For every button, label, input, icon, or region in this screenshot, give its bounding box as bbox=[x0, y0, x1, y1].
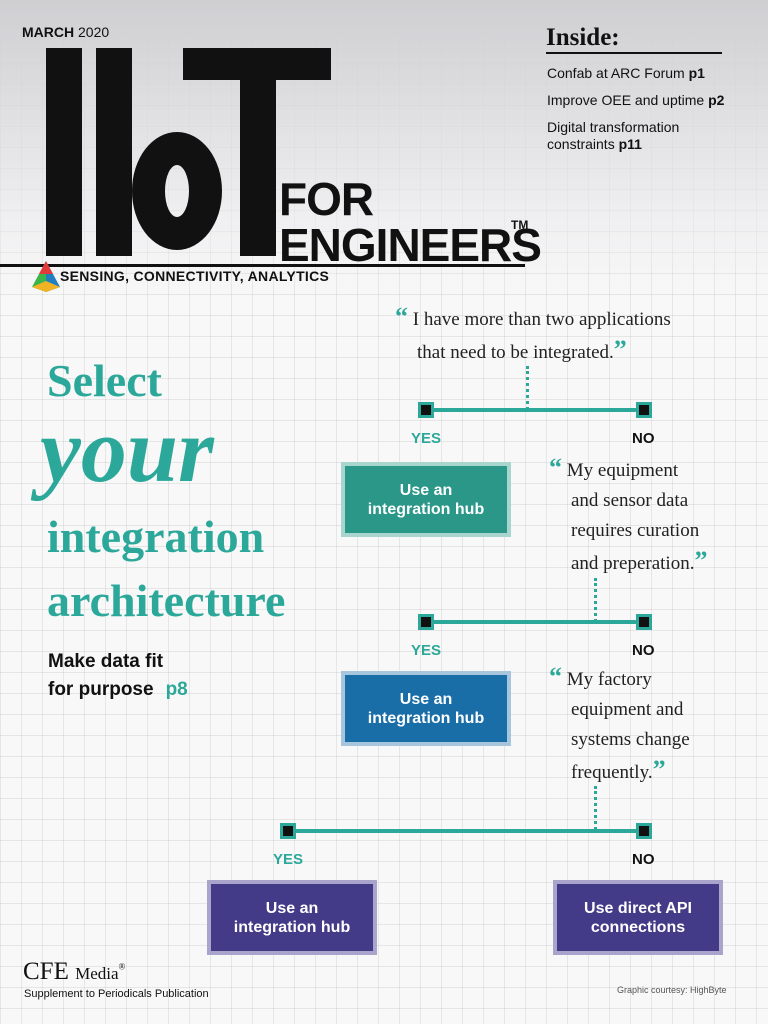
question-3: “ My factory equipment and systems chang… bbox=[549, 662, 690, 784]
tagline: SENSING, CONNECTIVITY, ANALYTICS bbox=[60, 268, 330, 284]
decision-line bbox=[288, 829, 644, 833]
header-rule bbox=[0, 264, 525, 267]
subhead-page[interactable]: p8 bbox=[165, 679, 188, 700]
yes-node bbox=[418, 614, 434, 630]
connector-dash bbox=[594, 578, 597, 622]
yes-node bbox=[418, 402, 434, 418]
close-quote-icon: ” bbox=[652, 755, 666, 784]
trademark: TM bbox=[511, 218, 529, 232]
connector-dash bbox=[526, 366, 529, 410]
question-2: “ My equipment and sensor data requires … bbox=[549, 453, 708, 575]
no-label: NO bbox=[632, 642, 655, 659]
close-quote-icon: ” bbox=[694, 546, 708, 575]
open-quote-icon: “ bbox=[549, 662, 562, 691]
inside-item[interactable]: Improve OEE and uptime p2 bbox=[547, 92, 725, 108]
inside-rule bbox=[546, 52, 722, 54]
yes-label: YES bbox=[273, 851, 304, 868]
issue-date: MARCH 2020 bbox=[22, 24, 110, 40]
no-node bbox=[636, 823, 652, 839]
no-label: NO bbox=[632, 430, 655, 447]
logo-letter-i bbox=[96, 48, 132, 256]
open-quote-icon: “ bbox=[395, 302, 408, 331]
connector-dash bbox=[594, 786, 597, 830]
headline-select: Select bbox=[47, 355, 162, 406]
decision-line bbox=[426, 620, 644, 624]
graphic-credit: Graphic courtesy: HighByte bbox=[617, 985, 727, 995]
logo-letter-t-stem bbox=[240, 48, 276, 256]
no-node bbox=[636, 614, 652, 630]
no-label: NO bbox=[632, 851, 655, 868]
logo-letter-o bbox=[132, 132, 222, 250]
question-1: “ I have more than two applications that… bbox=[395, 302, 671, 364]
logo-engineers: ENGINEERS bbox=[279, 219, 542, 271]
yes-label: YES bbox=[411, 642, 442, 659]
inside-item[interactable]: Digital transformation constraints p11 bbox=[547, 119, 680, 152]
close-quote-icon: ” bbox=[613, 335, 627, 364]
inside-title: Inside: bbox=[546, 24, 620, 51]
cfe-media-logo: CFE Media® bbox=[23, 958, 126, 985]
logo-letter-i bbox=[46, 48, 82, 256]
headline-integration: integration bbox=[47, 511, 265, 562]
no-node bbox=[636, 402, 652, 418]
yes-label: YES bbox=[411, 430, 442, 447]
subhead-line1: Make data fit bbox=[48, 651, 164, 672]
decision-line bbox=[426, 408, 644, 412]
headline-your: your bbox=[40, 399, 214, 501]
logo-for: FOR bbox=[279, 173, 374, 225]
open-quote-icon: “ bbox=[549, 453, 562, 482]
yes-node bbox=[280, 823, 296, 839]
headline-architecture: architecture bbox=[47, 575, 286, 626]
pyramid-logo-icon bbox=[32, 261, 60, 292]
inside-item[interactable]: Confab at ARC Forum p1 bbox=[547, 65, 705, 81]
supplement-note: Supplement to Periodicals Publication bbox=[24, 988, 209, 1000]
